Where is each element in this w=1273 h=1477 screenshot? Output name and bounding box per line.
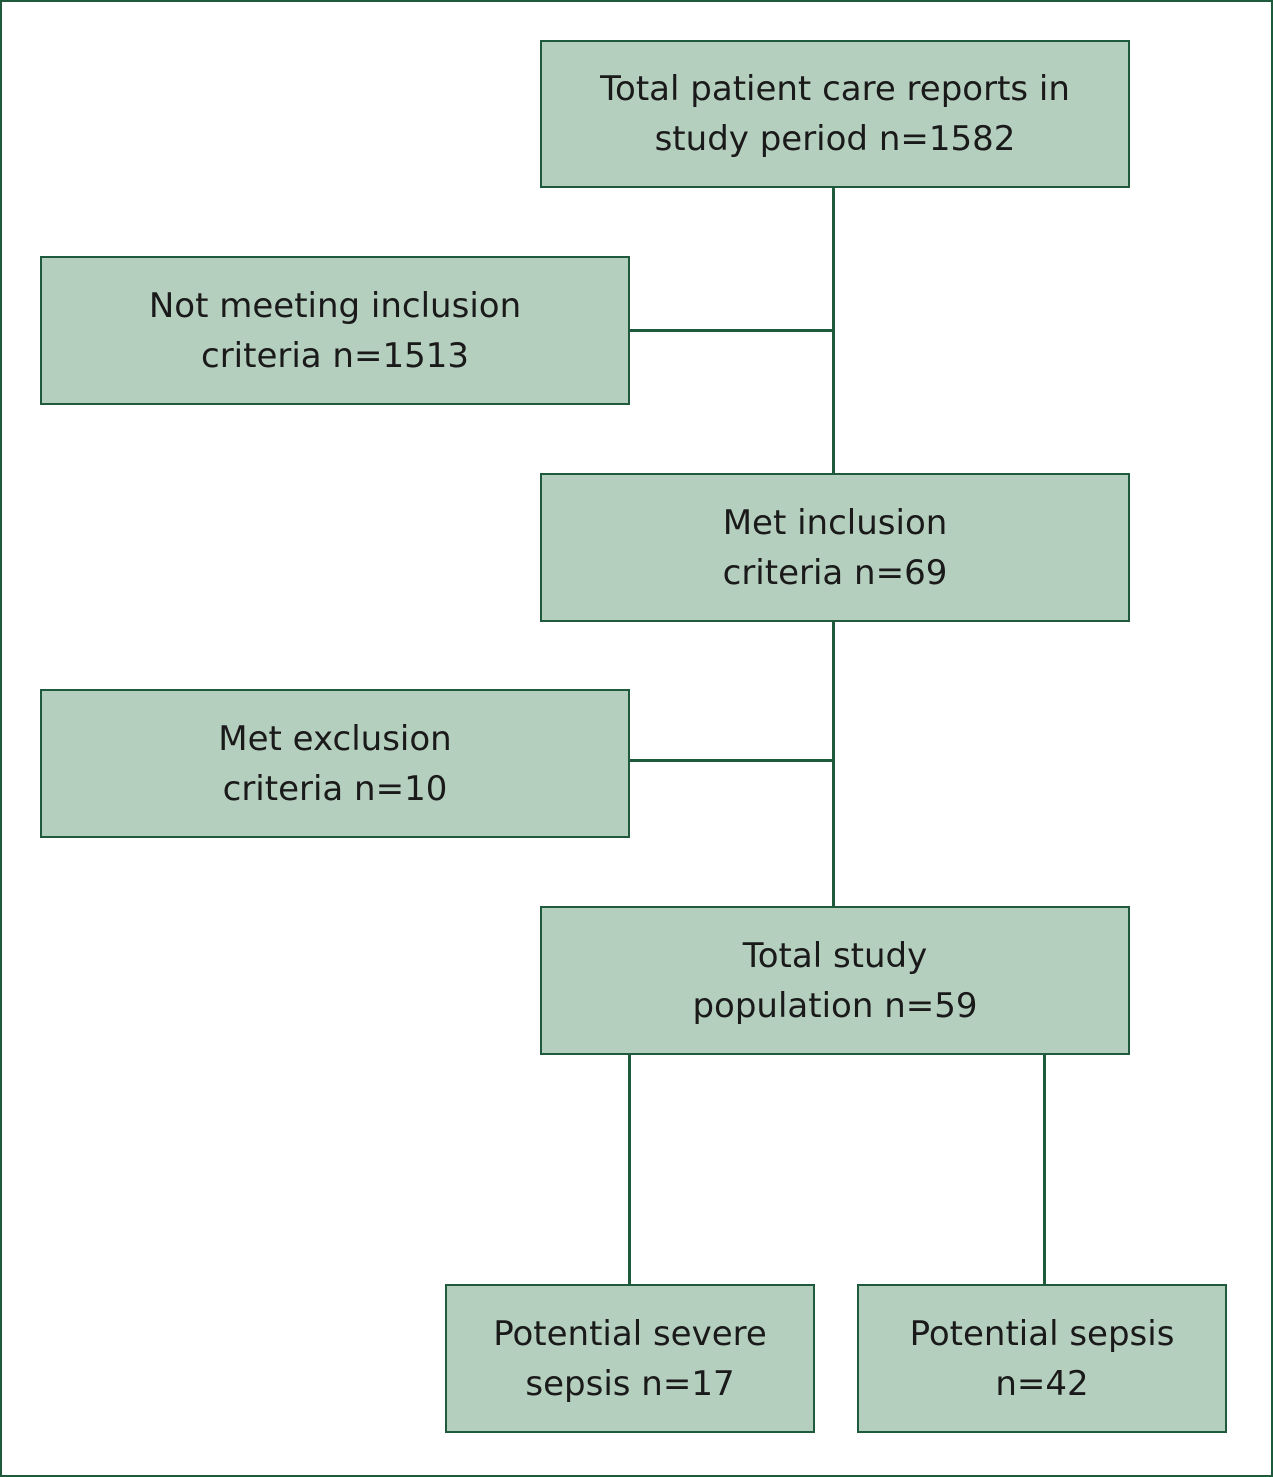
- node-potential-severe-sepsis-label: Potential severe sepsis n=17: [493, 1313, 767, 1404]
- node-met-exclusion-label: Met exclusion criteria n=10: [218, 718, 452, 809]
- connector-population-to-severe: [628, 1053, 631, 1285]
- node-met-inclusion-label: Met inclusion criteria n=69: [722, 502, 948, 593]
- node-total-reports-label: Total patient care reports in study peri…: [600, 69, 1070, 159]
- node-not-meeting-inclusion-label: Not meeting inclusion criteria n=1513: [148, 285, 522, 376]
- connector-exclusion: [629, 759, 835, 762]
- node-potential-sepsis-label: Potential sepsis n=42: [909, 1313, 1175, 1404]
- node-potential-severe-sepsis: Potential severe sepsis n=17: [445, 1284, 815, 1433]
- node-total-reports: Total patient care reports in study peri…: [540, 40, 1130, 188]
- connector-population-to-sepsis: [1043, 1053, 1046, 1285]
- connector-inclusion-to-population: [832, 620, 835, 908]
- node-met-exclusion: Met exclusion criteria n=10: [40, 689, 630, 838]
- connector-not-meeting: [629, 329, 835, 332]
- node-not-meeting-inclusion: Not meeting inclusion criteria n=1513: [40, 256, 630, 405]
- node-total-population: Total study population n=59: [540, 906, 1130, 1055]
- node-met-inclusion: Met inclusion criteria n=69: [540, 473, 1130, 622]
- node-potential-sepsis: Potential sepsis n=42: [857, 1284, 1227, 1433]
- node-total-population-label: Total study population n=59: [692, 935, 978, 1026]
